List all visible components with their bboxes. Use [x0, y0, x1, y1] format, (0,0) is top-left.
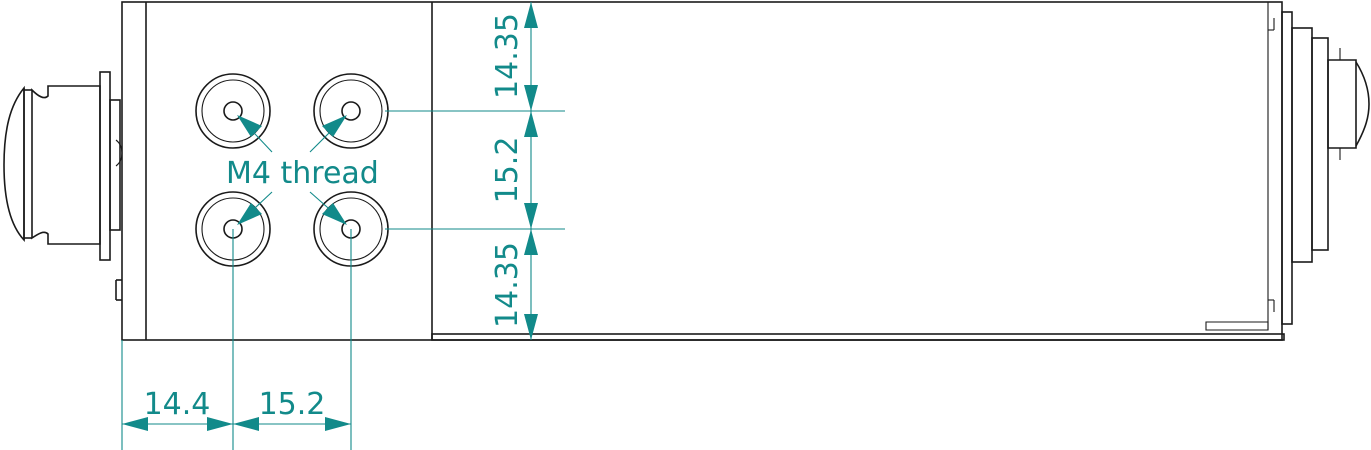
leader-arrow [322, 203, 347, 225]
leader-arrow [237, 115, 262, 137]
right-connector [1281, 11, 1370, 325]
dim-label-h2: 15.2 [259, 387, 326, 422]
hole-top-left [195, 73, 271, 149]
vertical-dimensions: 14.35 15.2 14.35 [385, 2, 565, 340]
thread-callout: M4 thread [226, 115, 379, 225]
leader-arrow [237, 203, 262, 225]
dim-label-h1: 14.4 [144, 387, 211, 422]
leader-arrow [322, 115, 347, 137]
dim-label-v2: 15.2 [490, 137, 525, 204]
dim-label-v3: 14.35 [490, 242, 525, 328]
dim-label-v1: 14.35 [490, 13, 525, 99]
horizontal-dimensions: 14.4 15.2 [121, 229, 352, 450]
left-connector [3, 71, 123, 301]
callout-label: M4 thread [226, 156, 379, 191]
